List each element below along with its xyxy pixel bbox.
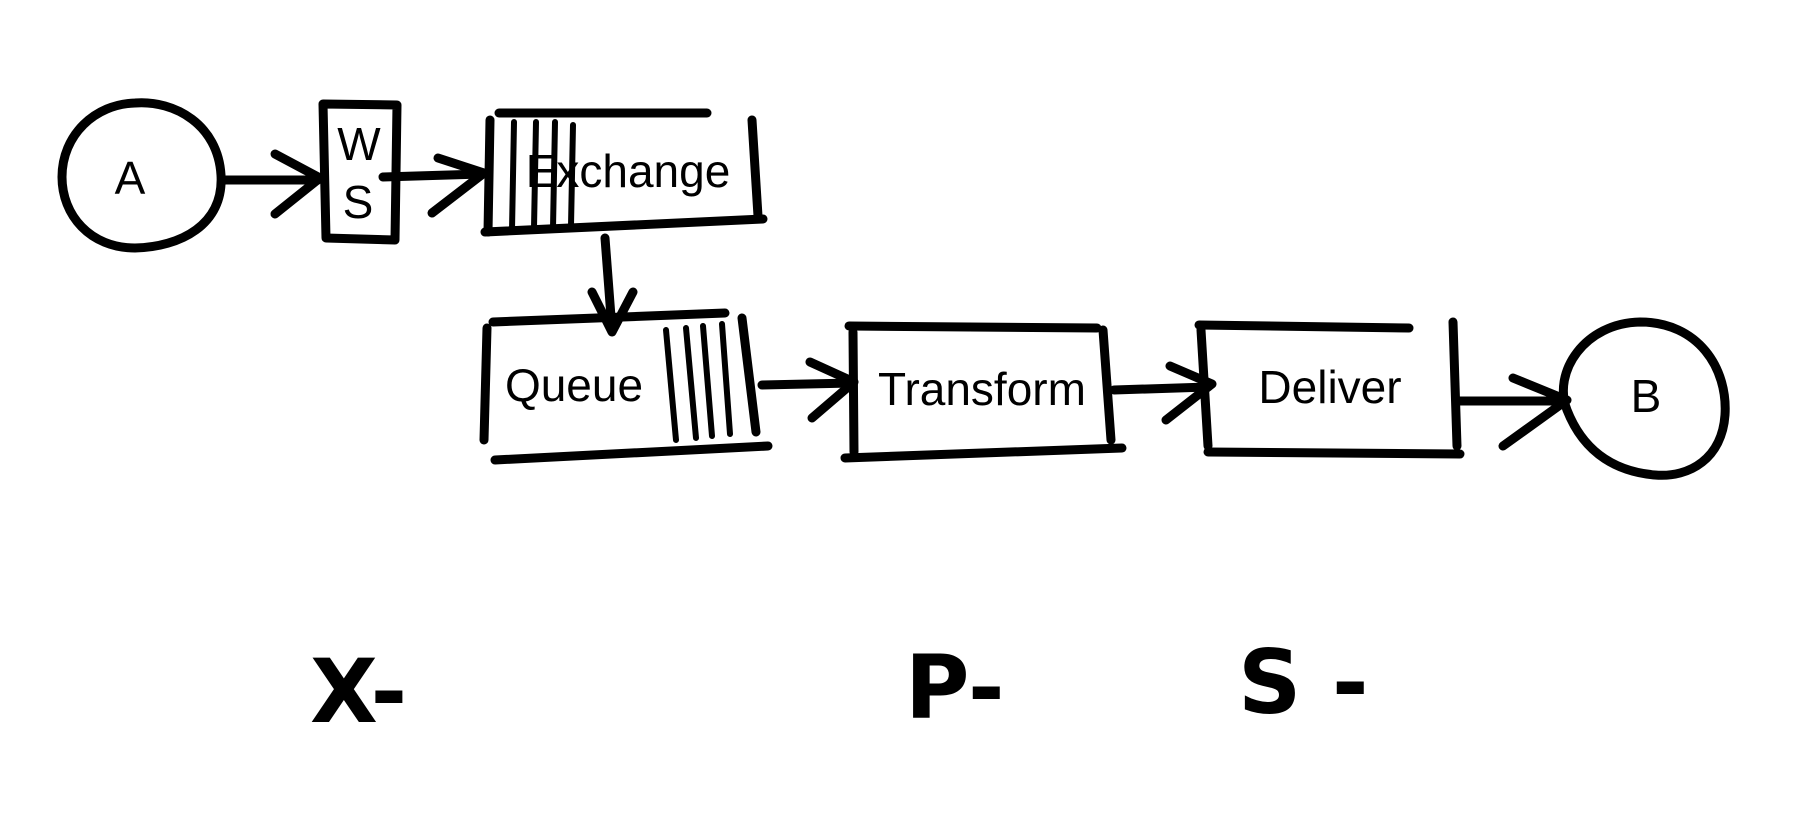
node-ws-label-top: W <box>337 118 381 170</box>
node-exchange-label: Exchange <box>526 145 731 197</box>
arrow-ws-to-exchange <box>378 153 489 218</box>
queue-bar-4 <box>719 321 733 437</box>
arrow-queue-to-transform <box>757 357 859 423</box>
node-ws-label-bottom: S <box>343 176 374 228</box>
exchange-bar-1 <box>509 119 517 233</box>
exchange-bar-3 <box>550 119 558 231</box>
node-a: A <box>57 98 226 253</box>
node-exchange: Exchange <box>480 108 768 237</box>
node-deliver-label: Deliver <box>1258 361 1401 413</box>
node-a-label: A <box>115 152 146 204</box>
node-transform-label: Transform <box>878 363 1086 415</box>
node-deliver: Deliver <box>1194 317 1465 459</box>
queue-bar-3 <box>700 323 715 439</box>
annotation-p: P- <box>905 636 1004 739</box>
node-queue: Queue <box>479 308 773 465</box>
node-b: B <box>1558 317 1730 480</box>
exchange-bar-4 <box>568 122 576 229</box>
node-ws: W S <box>318 99 402 245</box>
node-b-label: B <box>1631 370 1662 422</box>
queue-bar-1 <box>663 327 679 443</box>
annotation-x: X- <box>310 640 407 743</box>
exchange-bar-2 <box>531 119 539 231</box>
queue-bar-2 <box>683 325 699 441</box>
arrow-a-to-ws <box>217 149 325 219</box>
arrow-transform-to-deliver <box>1109 361 1217 425</box>
node-transform: Transform <box>840 321 1127 463</box>
node-queue-label: Queue <box>505 359 643 411</box>
arrow-deliver-to-b <box>1452 373 1572 451</box>
annotation-s: S - <box>1238 631 1369 734</box>
